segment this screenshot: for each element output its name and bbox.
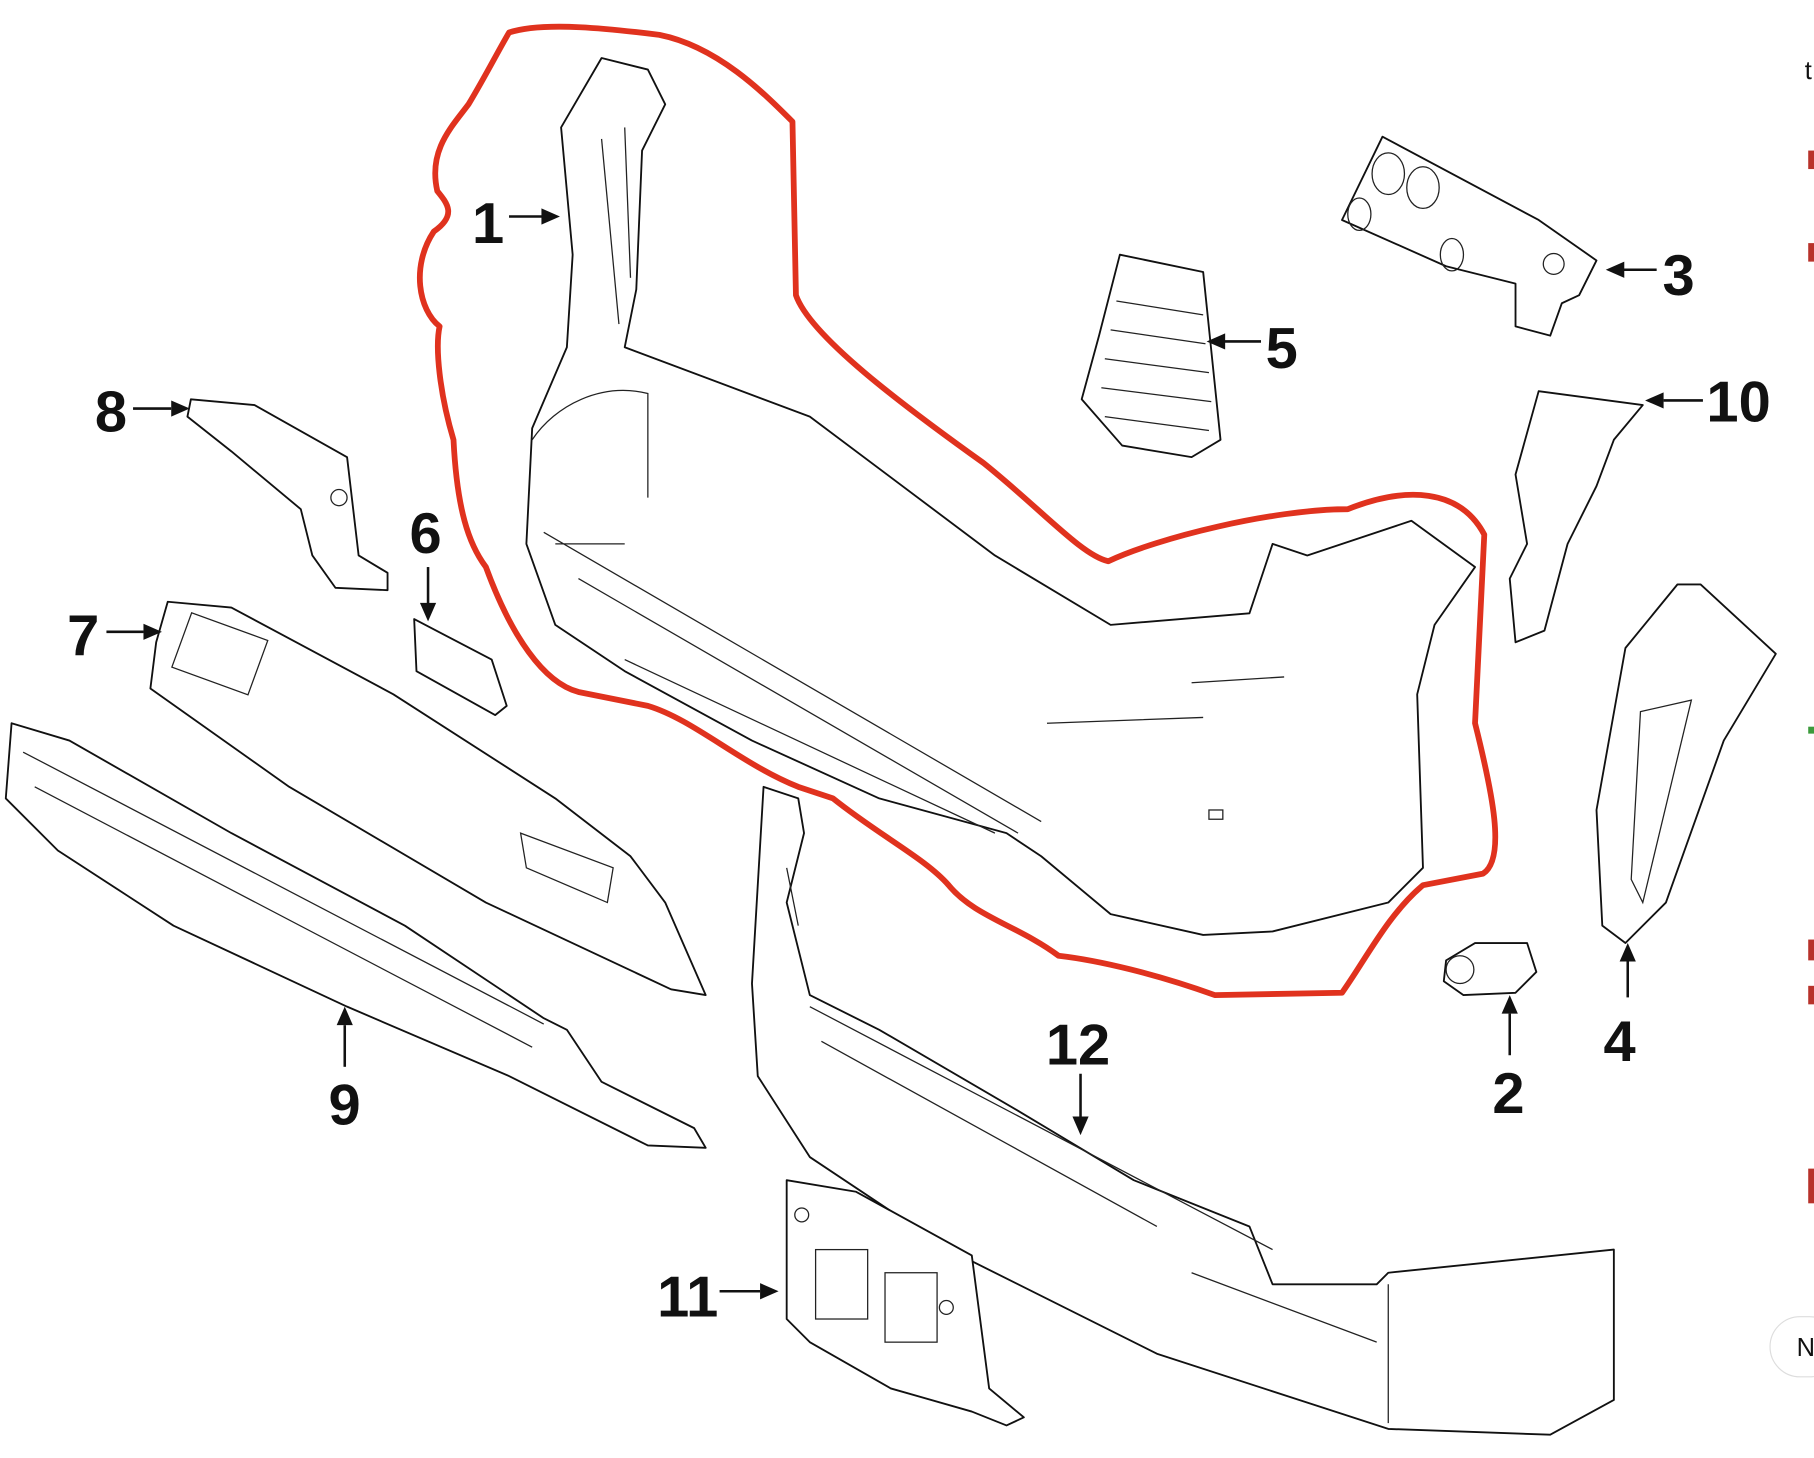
callout-10: 10 (1706, 370, 1770, 434)
part-8-bracket (186, 398, 389, 592)
part-1-bumper-cover (525, 57, 1476, 936)
edge-letter: t (1805, 57, 1812, 85)
callout-9: 9 (329, 1074, 361, 1138)
callout-8: 8 (95, 381, 127, 445)
callout-1: 1 (472, 192, 504, 256)
part-11-license-bracket (785, 1179, 1025, 1427)
part-5-grille-insert (1080, 253, 1222, 459)
callout-12: 12 (1046, 1013, 1110, 1077)
part-2-sensor (1442, 942, 1538, 997)
callout-4: 4 (1603, 1010, 1635, 1074)
highlight-outline (417, 23, 1499, 998)
callout-5: 5 (1266, 317, 1298, 381)
callout-3: 3 (1662, 244, 1694, 308)
part-4-side-trim (1595, 583, 1777, 944)
callout-6: 6 (410, 502, 442, 566)
part-3-bracket (1341, 135, 1598, 337)
edge-button-label: N (1797, 1334, 1814, 1362)
callout-11: 11 (657, 1266, 718, 1330)
callout-arrows (106, 208, 1703, 1300)
callout-7: 7 (67, 604, 99, 668)
callout-2: 2 (1492, 1062, 1524, 1126)
part-12-lower-cover (751, 785, 1615, 1436)
edge-button[interactable]: N (1769, 1316, 1814, 1378)
part-9-deflector (4, 722, 707, 1149)
part-7-lower-grille (149, 600, 707, 997)
right-edge-fragment: t (1805, 57, 1814, 1204)
part-10-bracket (1508, 390, 1644, 644)
part-6-cover (413, 618, 508, 717)
